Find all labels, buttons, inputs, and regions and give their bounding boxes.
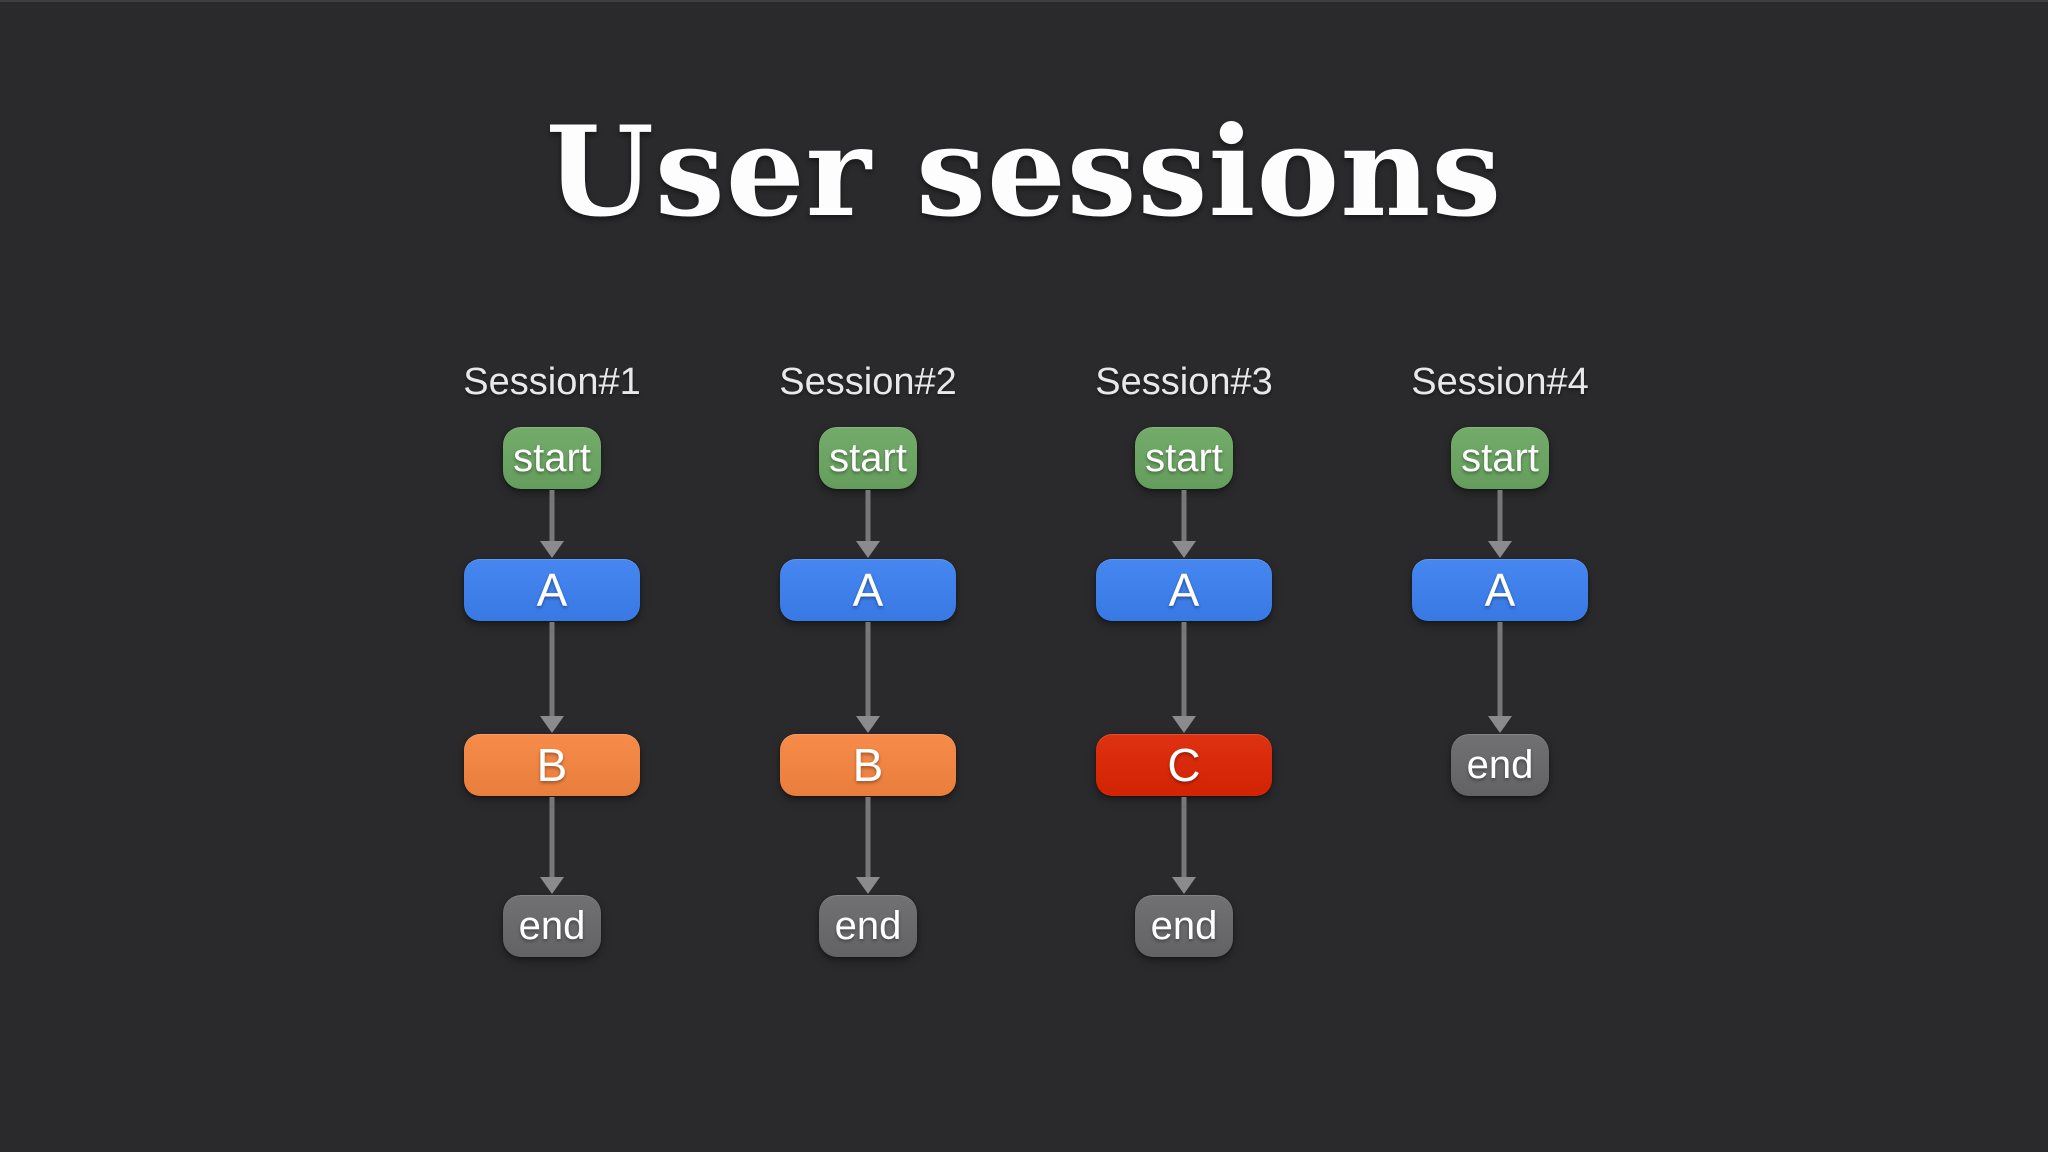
node-a: A [780, 559, 956, 621]
node-b: B [780, 734, 956, 796]
session-title: Session#1 [463, 361, 641, 403]
arrow-stem [1181, 622, 1187, 719]
node-a: A [464, 559, 640, 621]
arrow-connector [1487, 490, 1513, 558]
arrow-connector [539, 797, 565, 894]
node-start: start [819, 427, 917, 489]
node-end: end [1135, 895, 1233, 957]
node-end: end [1451, 734, 1549, 796]
arrow-head-icon [1172, 541, 1196, 558]
arrow-head-icon [1488, 716, 1512, 733]
arrow-connector [539, 490, 565, 558]
arrow-head-icon [540, 877, 564, 894]
top-edge-highlight [0, 0, 2048, 2]
arrow-stem [549, 490, 555, 544]
arrow-stem [549, 797, 555, 880]
arrow-head-icon [540, 541, 564, 558]
arrow-stem [1181, 797, 1187, 880]
arrow-stem [1181, 490, 1187, 544]
node-start: start [1135, 427, 1233, 489]
node-b: B [464, 734, 640, 796]
arrow-connector [855, 622, 881, 733]
arrow-head-icon [540, 716, 564, 733]
arrow-connector [855, 797, 881, 894]
arrow-head-icon [1172, 716, 1196, 733]
arrow-head-icon [856, 541, 880, 558]
arrow-stem [1497, 490, 1503, 544]
arrow-connector [1171, 622, 1197, 733]
arrow-connector [1171, 490, 1197, 558]
arrow-connector [539, 622, 565, 733]
arrow-connector [1171, 797, 1197, 894]
arrow-head-icon [1172, 877, 1196, 894]
arrow-head-icon [1488, 541, 1512, 558]
session-title: Session#2 [779, 361, 957, 403]
node-c: C [1096, 734, 1272, 796]
arrow-stem [1497, 622, 1503, 719]
arrow-stem [865, 622, 871, 719]
node-a: A [1096, 559, 1272, 621]
arrow-stem [549, 622, 555, 719]
node-end: end [503, 895, 601, 957]
arrow-connector [1487, 622, 1513, 733]
arrow-head-icon [856, 877, 880, 894]
session-title: Session#4 [1411, 361, 1589, 403]
session-title: Session#3 [1095, 361, 1273, 403]
node-end: end [819, 895, 917, 957]
arrow-head-icon [856, 716, 880, 733]
node-a: A [1412, 559, 1588, 621]
node-start: start [1451, 427, 1549, 489]
arrow-connector [855, 490, 881, 558]
arrow-stem [865, 797, 871, 880]
arrow-stem [865, 490, 871, 544]
node-start: start [503, 427, 601, 489]
page-title: User sessions [545, 100, 1503, 245]
